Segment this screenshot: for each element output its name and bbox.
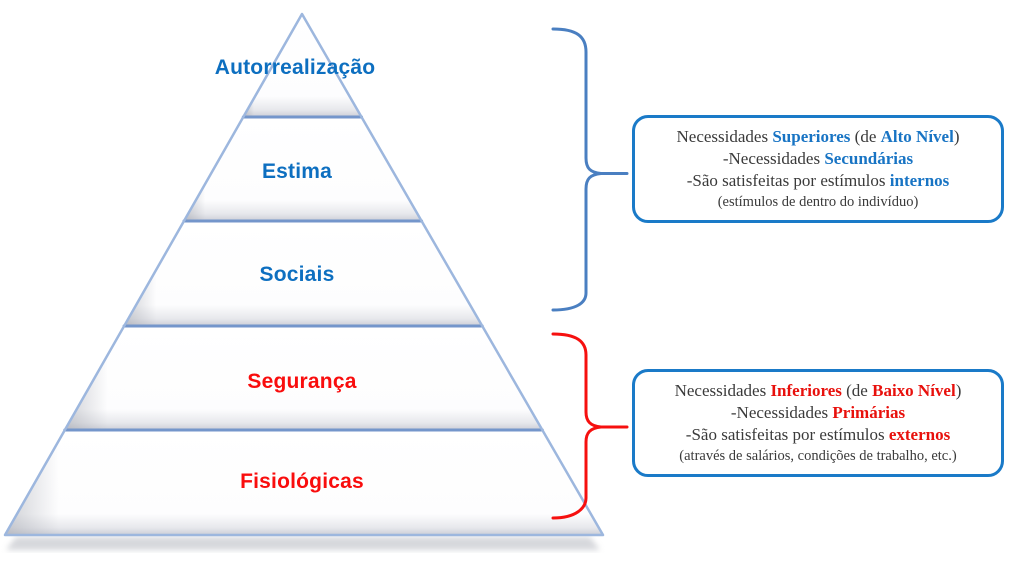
inferior-needs-brace [551, 332, 629, 520]
box-text-line: Necessidades Superiores (de Alto Nível) [643, 126, 993, 148]
text-segment: ) [953, 127, 960, 146]
box-text-line: -São satisfeitas por estímulos externos [643, 424, 993, 446]
text-segment: Primárias [832, 403, 906, 422]
text-segment: Necessidades [676, 127, 773, 146]
text-segment: Baixo Nível [872, 381, 956, 400]
text-segment: ) [955, 381, 962, 400]
text-segment: Inferiores [770, 381, 842, 400]
level-label-fisiologicas: Fisiológicas [240, 470, 364, 493]
level-1-shading [243, 14, 362, 117]
text-segment: externos [888, 425, 951, 444]
text-segment: -Necessidades [730, 403, 833, 422]
box-text-line: (estímulos de dentro do indivíduo) [643, 192, 993, 212]
level-label-autorrealizacao: Autorrealização [214, 56, 376, 79]
text-segment: -São satisfeitas por estímulos [685, 425, 889, 444]
text-segment: Superiores [772, 127, 851, 146]
text-segment: Secundárias [824, 149, 914, 168]
text-segment: (através de salários, condições de traba… [679, 448, 957, 464]
level-4-shading [64, 326, 543, 430]
level-label-estima: Estima [261, 160, 333, 183]
inferior-needs-box: Necessidades Inferiores (de Baixo Nível)… [632, 369, 1004, 477]
level-label-seguranca: Segurança [247, 370, 357, 393]
text-segment: Alto Nível [880, 127, 954, 146]
level-5-shading [5, 430, 603, 535]
superior-needs-brace [551, 27, 629, 312]
text-segment: Necessidades [674, 381, 771, 400]
pyramid-shadow [6, 537, 600, 550]
text-segment: internos [889, 171, 950, 190]
level-2-shading [184, 117, 422, 221]
pyramid-outline [3, 12, 605, 537]
box-text-line: -Necessidades Primárias [643, 402, 993, 424]
level-3-shading [124, 221, 483, 326]
box-text-line: (através de salários, condições de traba… [643, 446, 993, 466]
text-segment: (de [841, 381, 873, 400]
text-segment: -São satisfeitas por estímulos [686, 171, 890, 190]
superior-needs-box: Necessidades Superiores (de Alto Nível) … [632, 115, 1004, 223]
text-segment: (de [850, 127, 881, 146]
box-text-line: -São satisfeitas por estímulos internos [643, 170, 993, 192]
box-text-line: -Necessidades Secundárias [643, 148, 993, 170]
level-label-sociais: Sociais [259, 263, 335, 286]
text-segment: -Necessidades [722, 149, 825, 168]
text-segment: (estímulos de dentro do indivíduo) [717, 194, 919, 210]
box-text-line: Necessidades Inferiores (de Baixo Nível) [643, 380, 993, 402]
